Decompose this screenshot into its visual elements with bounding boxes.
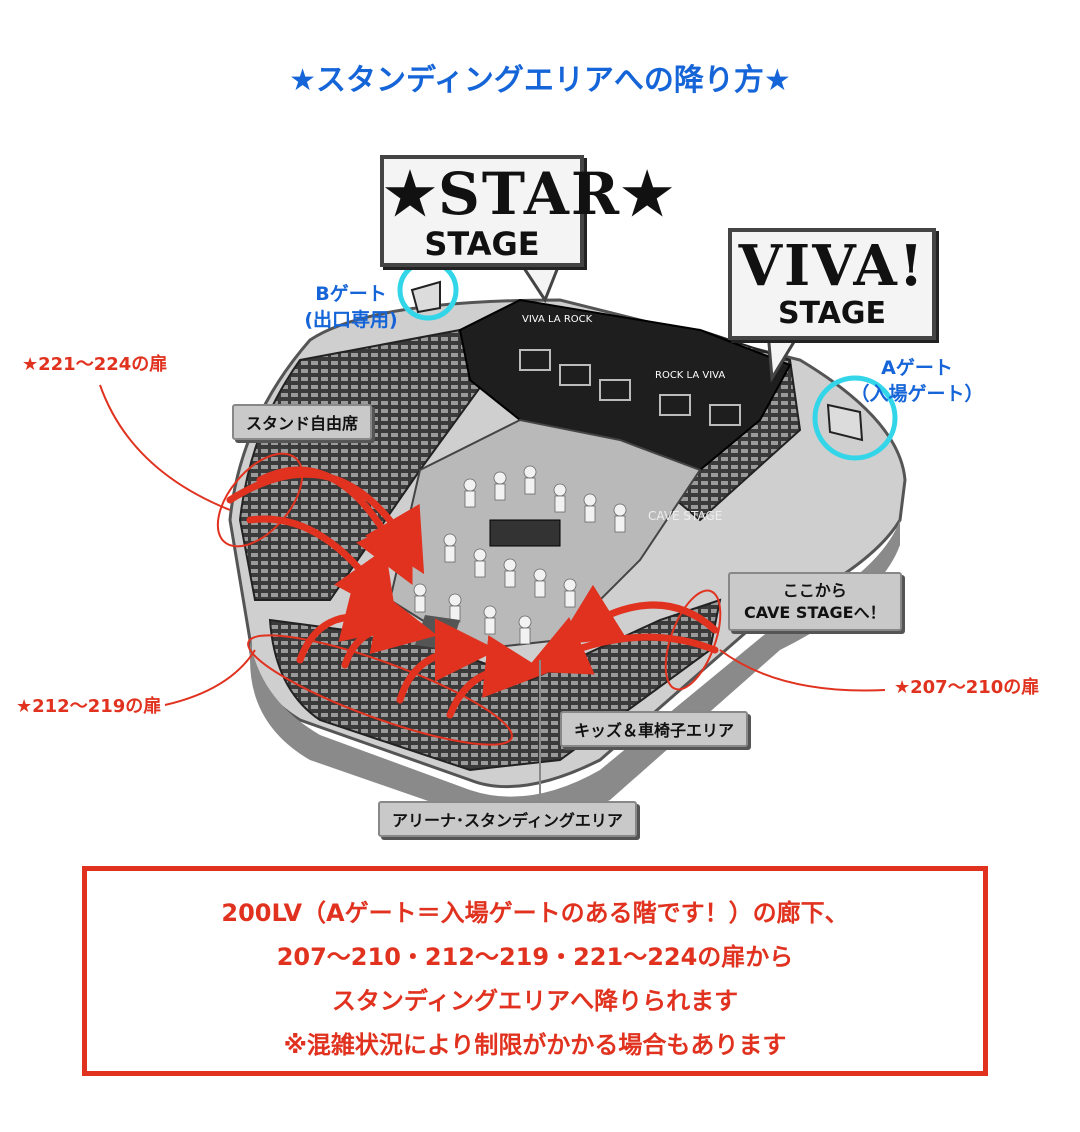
- a-gate-note: （入場ゲート）: [850, 382, 984, 405]
- stage-backdrop: [458, 298, 792, 472]
- arrow-left-2: [256, 466, 413, 586]
- arrow-left-3: [246, 515, 397, 618]
- b-gate-note: (出口専用): [304, 308, 398, 331]
- arrow-right-2: [524, 617, 719, 675]
- viva-rock-label-left: VIVA LA ROCK: [522, 314, 593, 325]
- notice-line-1: 200LV（Aゲート＝入場ゲートのある階です！）の廊下、: [221, 899, 849, 927]
- door-area-212-219: [247, 634, 513, 746]
- kids-wheelchair-tag: キッズ＆車椅子エリア: [560, 711, 749, 747]
- arena-standing-tag: アリーナ･スタンディングエリア: [378, 801, 637, 837]
- door-label-212-219: ★212〜219の扉: [16, 696, 162, 717]
- notice-line-3: スタンディングエリアへ降りられます: [331, 987, 739, 1015]
- cave-stage-wall-label: CAVE STAGE: [648, 509, 722, 523]
- cave-stage-tag-line2: CAVE STAGEへ！: [744, 602, 886, 622]
- star-stage-title: ★STAR★: [384, 160, 676, 228]
- arrow-right-1: [556, 584, 719, 645]
- notice-line-4: ※混雑状況により制限がかかる場合もあります: [283, 1031, 787, 1059]
- a-gate-name: Aゲート: [881, 357, 953, 379]
- viva-rock-label-right: ROCK LA VIVA: [655, 370, 725, 381]
- cave-stage-tag-line1: ここから: [782, 581, 847, 600]
- arrow-bottom-2: [341, 592, 438, 669]
- viva-stage-sign: VIVA! STAGE: [728, 228, 936, 340]
- viva-stage-title: VIVA!: [738, 233, 926, 299]
- door-label-221-224: ★221〜224の扉: [22, 354, 168, 375]
- arrow-bottom-1: [296, 580, 408, 664]
- notice-box: 200LV（Aゲート＝入場ゲートのある階です！）の廊下、 207〜210・212…: [82, 866, 988, 1076]
- b-gate-door: [410, 280, 441, 314]
- page-title: ★スタンディングエリアへの降り方★: [289, 63, 791, 98]
- cave-stage-tag: ここから CAVE STAGEへ！: [728, 572, 902, 632]
- star-stage-sign: ★STAR★ STAGE: [380, 155, 676, 267]
- a-gate-door: [826, 403, 864, 442]
- a-gate-circle: [812, 375, 898, 461]
- arrow-bottom-3: [396, 618, 498, 704]
- door-label-207-210: ★207〜210の扉: [894, 677, 1040, 698]
- viva-stage-subtitle: STAGE: [777, 296, 887, 331]
- b-gate-name: Bゲート: [315, 283, 387, 305]
- star-stage-subtitle: STAGE: [424, 225, 540, 263]
- notice-line-2: 207〜210・212〜219・221〜224の扉から: [276, 943, 794, 971]
- b-gate-label: Bゲート (出口専用): [290, 282, 412, 333]
- arena-map: VIVA LA ROCK ROCK LA VIVA CAVE STAGE: [99, 259, 907, 824]
- stand-seat-tag: スタンド自由席: [232, 404, 373, 440]
- arrow-bottom-4: [446, 635, 548, 719]
- a-gate-label: Aゲート （入場ゲート）: [842, 356, 992, 407]
